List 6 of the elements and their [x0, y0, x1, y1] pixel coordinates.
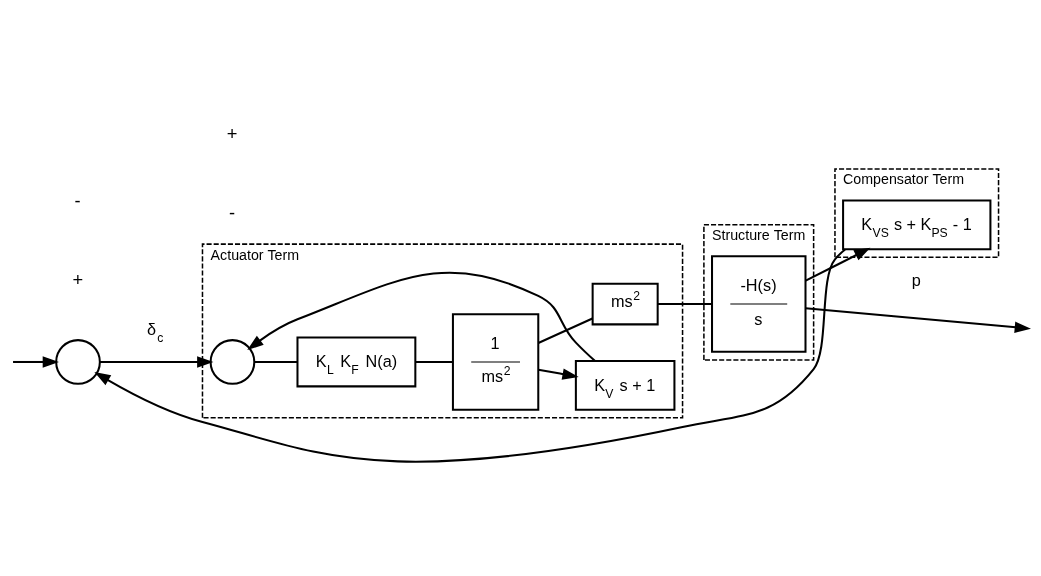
label: - — [74, 189, 81, 211]
label: - — [228, 202, 235, 224]
edge-label: p — [911, 270, 921, 289]
label: + — [72, 269, 84, 291]
label: + — [226, 122, 238, 144]
edge-label: δ$_{c}$ — [147, 320, 164, 346]
